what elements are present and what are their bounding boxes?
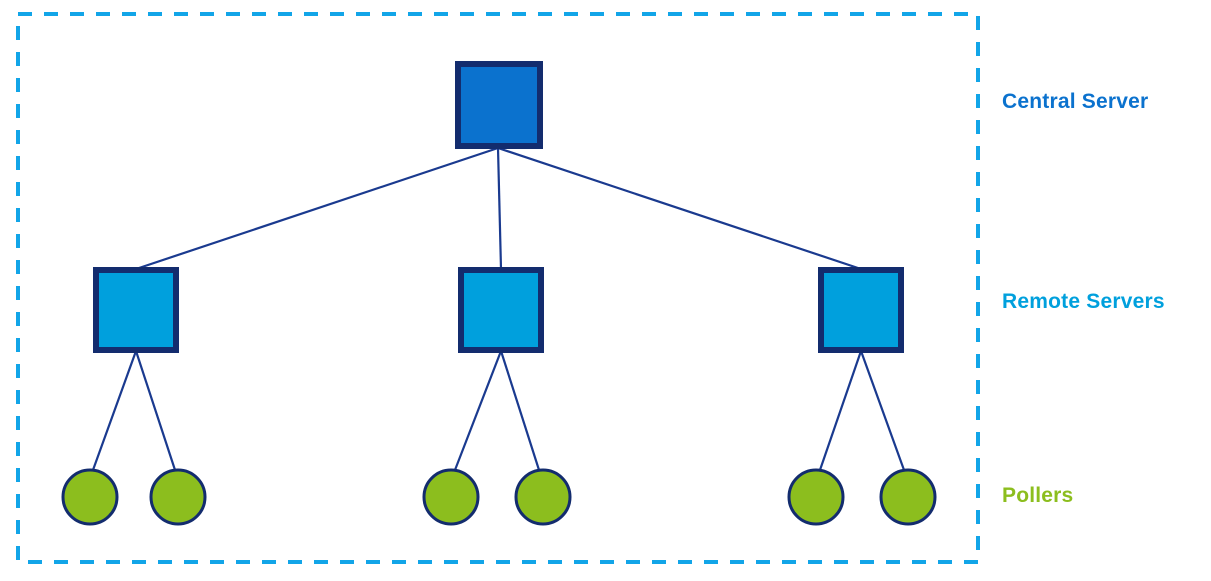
connector-central-to-remote-2	[496, 147, 503, 270]
connector-central-to-remote-1	[135, 146, 499, 271]
node-central-server[interactable]	[455, 61, 543, 149]
connector-remote-2-to-poller-3	[453, 350, 503, 471]
connector-remote-1-to-poller-1	[91, 350, 138, 471]
tier-label-remote-servers: Remote Servers	[1002, 290, 1165, 313]
connector-remote-2-to-poller-4	[499, 350, 541, 471]
connector-group-remote-to-pollers	[91, 350, 906, 471]
node-poller-5[interactable]	[787, 468, 845, 526]
node-poller-3[interactable]	[422, 468, 480, 526]
connector-remote-3-to-poller-6	[859, 350, 906, 471]
node-remote-server-2[interactable]	[458, 267, 544, 353]
node-poller-1[interactable]	[61, 468, 119, 526]
tier-label-central-server: Central Server	[1002, 90, 1149, 113]
node-poller-4[interactable]	[514, 468, 572, 526]
connector-central-to-remote-3	[497, 146, 862, 271]
node-poller-6[interactable]	[879, 468, 937, 526]
node-remote-server-1[interactable]	[93, 267, 179, 353]
node-poller-2[interactable]	[149, 468, 207, 526]
boundary-dashed-rect	[16, 12, 980, 564]
connector-remote-3-to-poller-5	[818, 350, 863, 471]
tier-label-pollers: Pollers	[1002, 484, 1074, 507]
connector-group-central-to-remote	[135, 146, 862, 271]
connector-remote-1-to-poller-2	[134, 350, 177, 471]
node-remote-server-3[interactable]	[818, 267, 904, 353]
